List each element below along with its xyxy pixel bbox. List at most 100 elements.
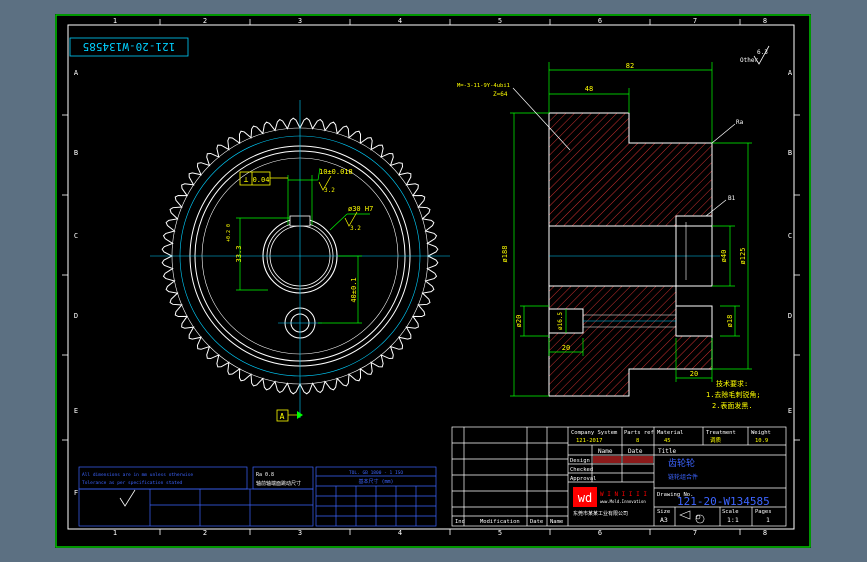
dim-overall-length: 82	[626, 62, 634, 70]
section-counterbore	[675, 215, 713, 287]
tb-date-fill	[623, 456, 653, 463]
part-title: 齿轮轮	[668, 457, 695, 469]
row-mark-right-A: A	[788, 69, 793, 77]
rev-modification: Modification	[480, 519, 520, 525]
blue-legend-2: 轴前轴端面跳动尺寸	[256, 480, 301, 487]
logo-sub: www.Mold.Innovation	[600, 499, 646, 504]
blue-legend-1: Ra 0.8	[256, 472, 274, 478]
gear-note-2: Z=64	[493, 91, 508, 98]
tb-row-name: Name	[598, 448, 613, 455]
tb-row-title: Title	[658, 448, 676, 455]
dim-hub-diameter: ø125	[739, 248, 747, 265]
keyway-width-dim: 10±0.018	[319, 168, 353, 176]
row-mark-left-E: E	[74, 407, 78, 415]
pages-label: Pages	[755, 509, 772, 515]
dim-hub-length: 48	[585, 85, 593, 93]
tb-value-company: 121-2017	[576, 438, 603, 444]
col-mark-top-7: 7	[693, 17, 697, 25]
blue-table-title: TOL. GB 1800 - 1 ISO	[349, 470, 403, 476]
tb-header-material: Material	[657, 430, 684, 436]
roughness-top-note: Ra	[736, 119, 744, 126]
tb-row-checked: Checked	[570, 467, 593, 473]
bore-roughness-symbol	[344, 211, 358, 227]
row-mark-left-D: D	[74, 312, 78, 320]
left-height-dim: 33.3	[235, 246, 243, 263]
row-mark-right-D: D	[788, 312, 792, 320]
dim-outer-diameter: ø188	[501, 246, 509, 263]
col-mark-top-4: 4	[398, 17, 402, 25]
blue-table-header: 基本尺寸 (mm)	[358, 478, 393, 485]
blue-note-line-1: All dimensions are in mm unless otherwis…	[82, 472, 193, 478]
datum-box	[276, 409, 289, 422]
tb-header-weight: Weight	[751, 430, 771, 436]
corner-roughness: 6.3 Other	[740, 45, 770, 65]
tb-design-fill	[593, 456, 621, 463]
tb-row-approved: Approval	[570, 476, 597, 482]
row-mark-left-B: B	[74, 149, 78, 157]
drawing-number-box	[69, 37, 189, 57]
tb-row-design: Design	[570, 458, 590, 464]
outer-border	[55, 14, 811, 548]
border-zone-ticks	[62, 19, 800, 535]
part-subtitle: 链轮组合件	[668, 473, 698, 481]
tb-header-parts: Parts ref	[624, 430, 654, 436]
rev-ind: Ind	[455, 519, 465, 525]
dim-pin-depth-left: 20	[562, 344, 570, 352]
inner-border	[67, 24, 795, 530]
bore-roughness: 3.2	[350, 225, 361, 232]
col-mark-top-5: 5	[498, 17, 502, 25]
title-block: Company System Parts ref Material Treatm…	[451, 426, 787, 527]
size-label: Size	[657, 509, 670, 515]
bore-dim: ø30 H7	[348, 205, 373, 213]
tolerance-symbol: ⊥	[244, 175, 249, 184]
pages-value: 1	[766, 516, 770, 524]
tb-value-treatment: 调质	[710, 436, 722, 444]
col-mark-bottom-1: 1	[113, 529, 117, 537]
col-mark-bottom-4: 4	[398, 529, 402, 537]
left-height-tol: +0.2 0	[226, 224, 232, 242]
section-pin-hole-right	[675, 305, 713, 337]
logo-text: W I N I I I I	[600, 491, 647, 498]
pin-offset-dim: 40±0.1	[350, 277, 358, 302]
section-dimensions	[510, 62, 752, 397]
front-view: 10±0.018 3.2 ø30 H7 3.2 33.3 +0.2 0 40±0…	[150, 100, 450, 422]
gear-note-1: M=-3-11-9Y-4ubi1	[457, 83, 510, 89]
dim-pin-depth-right: 20	[690, 370, 698, 378]
datum-triangle-icon	[297, 411, 303, 419]
tb-value-material: 45	[664, 438, 671, 444]
row-mark-right-B: B	[788, 149, 792, 157]
tb-value-parts: 8	[636, 438, 639, 444]
col-mark-top-8: 8	[763, 17, 767, 25]
tb-value-weight: 10.9	[755, 438, 768, 444]
dim-pin-diameter-small: ø16.5	[557, 312, 564, 330]
col-mark-top-6: 6	[598, 17, 602, 25]
logo-letters: wd	[578, 491, 592, 505]
scale-value: 1:1	[727, 516, 739, 524]
row-mark-right-E: E	[788, 407, 792, 415]
tolerance-frame	[239, 171, 271, 186]
row-mark-left-C: C	[74, 232, 78, 240]
tech-req-title: 技术要求:	[716, 379, 748, 388]
col-mark-bottom-6: 6	[598, 529, 602, 537]
tech-req-line-2: 2.表面发黑.	[712, 401, 753, 410]
blue-note-blocks	[78, 466, 437, 527]
company-name: 东莞市某某工业有限公司	[573, 510, 628, 517]
col-mark-top-2: 2	[203, 17, 207, 25]
dim-bore-diameter: ø40	[720, 250, 728, 263]
scale-label: Scale	[722, 509, 739, 515]
corner-roughness-value: 6.3	[757, 49, 768, 56]
col-mark-bottom-8: 8	[763, 529, 767, 537]
corner-roughness-label: Other	[740, 57, 758, 64]
drawing-sheet	[55, 14, 811, 548]
company-logo	[573, 487, 597, 507]
col-mark-bottom-5: 5	[498, 529, 502, 537]
col-mark-bottom-2: 2	[203, 529, 207, 537]
roughness-small-note: B1	[728, 195, 736, 202]
tech-req-line-1: 1.去除毛刺锐角;	[706, 390, 761, 399]
front-dimensions	[236, 167, 370, 324]
tb-header-treatment: Treatment	[706, 430, 736, 436]
row-mark-left-A: A	[74, 69, 79, 77]
border-column-marks: 1 2 3 4 5 6 7 8 1 2 3 4 5 6 7 8	[113, 17, 767, 537]
roughness-check-icon	[753, 45, 770, 65]
